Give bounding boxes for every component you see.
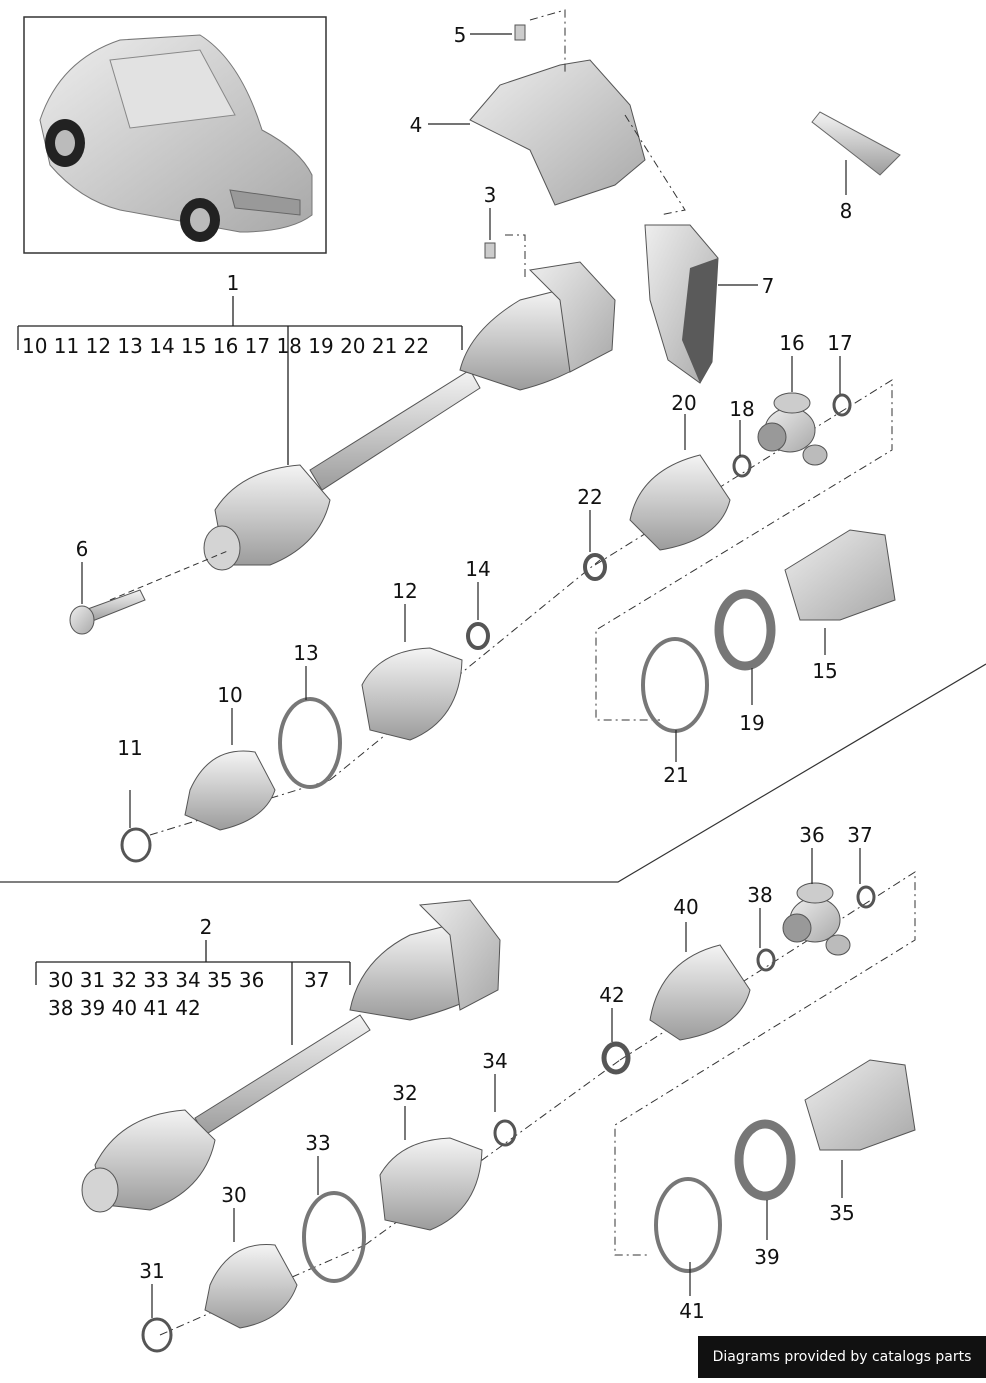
callout-37: 37	[847, 823, 872, 847]
callout-5: 5	[454, 23, 467, 47]
callout-6: 6	[76, 537, 89, 561]
callout-13: 13	[293, 641, 318, 665]
group2-items-line1: 30 31 32 33 34 35 36	[48, 968, 264, 992]
callout-21: 21	[663, 763, 688, 787]
callout-38: 38	[747, 883, 772, 907]
upper-assembly	[17, 9, 901, 863]
callout-18: 18	[729, 397, 754, 421]
callout-34: 34	[482, 1049, 507, 1073]
callout-35: 35	[829, 1201, 854, 1225]
leader-lines	[81, 33, 861, 1318]
callout-41: 41	[679, 1299, 704, 1323]
lower-assembly	[35, 871, 916, 1353]
callout-7: 7	[762, 274, 775, 298]
callout-40: 40	[673, 895, 698, 919]
credit-banner: Diagrams provided by catalogs parts	[698, 1336, 986, 1378]
callout-2: 2	[200, 915, 213, 939]
section-divider	[0, 663, 986, 883]
group-bracket-2	[35, 940, 351, 1045]
callout-42: 42	[599, 983, 624, 1007]
callout-3: 3	[484, 183, 497, 207]
callout-36: 36	[799, 823, 824, 847]
callout-30: 30	[221, 1183, 246, 1207]
callout-31: 31	[139, 1259, 164, 1283]
callout-33: 33	[305, 1131, 330, 1155]
callout-1: 1	[227, 271, 240, 295]
callout-11: 11	[117, 736, 142, 760]
callout-4: 4	[410, 113, 423, 137]
callout-39: 39	[754, 1245, 779, 1269]
group1-items: 10 11 12 13 14 15 16 17 18 19 20 21 22	[22, 334, 429, 358]
callout-14: 14	[465, 557, 490, 581]
callout-20: 20	[671, 391, 696, 415]
callout-10: 10	[217, 683, 242, 707]
callout-12: 12	[392, 579, 417, 603]
callout-19: 19	[739, 711, 764, 735]
group2-items-line2: 38 39 40 41 42	[48, 996, 201, 1020]
group-bracket-1	[17, 296, 463, 465]
callout-32: 32	[392, 1081, 417, 1105]
callout-17: 17	[827, 331, 852, 355]
callout-15: 15	[812, 659, 837, 683]
callout-16: 16	[779, 331, 804, 355]
callout-8: 8	[840, 199, 853, 223]
group2-items-extra: 37	[304, 968, 329, 992]
vehicle-thumbnail	[23, 16, 327, 254]
callout-22: 22	[577, 485, 602, 509]
